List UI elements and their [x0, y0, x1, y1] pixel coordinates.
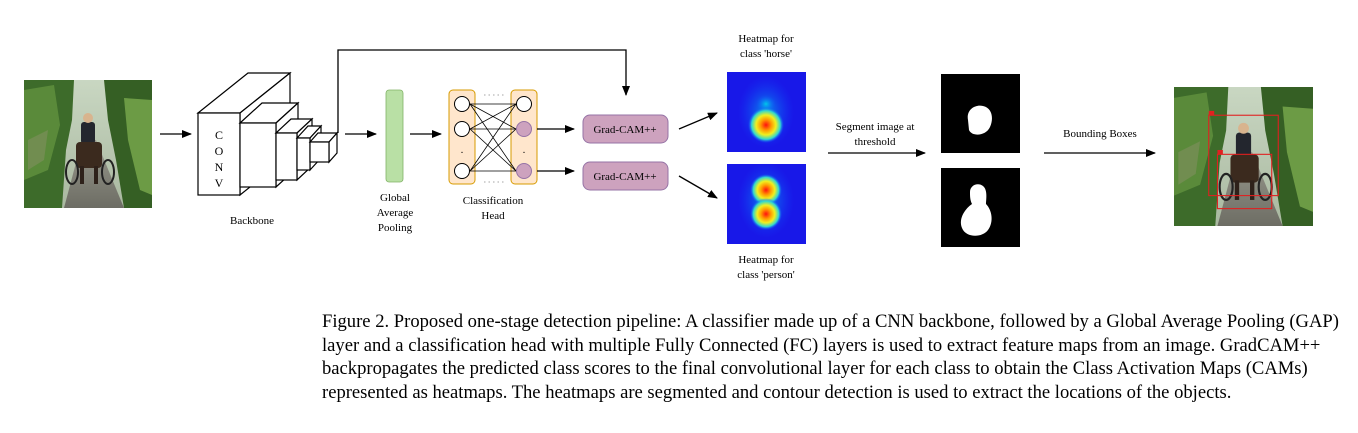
- input-image: [24, 80, 152, 208]
- head-label-line-2: Head: [481, 210, 505, 222]
- heatmap-person-label-line-1: Heatmap for: [738, 254, 794, 266]
- bbox-horse: [1216, 153, 1273, 210]
- mask-horse: [941, 74, 1020, 153]
- skip-connection-arrow: [337, 49, 630, 133]
- svg-text:.: .: [461, 145, 464, 156]
- caption-line: represented as heatmaps. The heatmaps ar…: [322, 381, 1232, 403]
- gap-label-line-3: Pooling: [378, 222, 413, 234]
- svg-text:.: .: [523, 145, 526, 156]
- conv-letter-c: C: [215, 128, 223, 142]
- gradcam-box-top: [582, 114, 669, 144]
- gap-label-line-2: Average: [377, 207, 414, 219]
- caption-line: layer and a classification head with mul…: [322, 334, 1321, 356]
- heatmap-person: [727, 162, 806, 244]
- figure-caption: Figure 2. Proposed one-stage detection p…: [322, 310, 1352, 404]
- gradcam-label-top: Grad-CAM++: [593, 124, 656, 136]
- heatmap-horse-label-line-2: class 'horse': [740, 48, 792, 60]
- segment-label-line-1: Segment image at: [836, 121, 915, 133]
- backbone-blocks: [196, 71, 339, 197]
- gap-label-line-1: Global: [380, 192, 410, 204]
- head-label-line-1: Classification: [463, 195, 524, 207]
- heatmap-person-label-line-2: class 'person': [737, 269, 794, 281]
- heatmap-horse: [727, 72, 806, 152]
- arrow-gradcam-to-heatmap-person: [678, 175, 718, 199]
- conv-letter-n: N: [215, 160, 224, 174]
- bbox-label: Bounding Boxes: [1063, 128, 1137, 140]
- pipeline-diagram: C O N V Backbone Global Average Pooling: [24, 33, 1313, 281]
- caption-line: backpropagates the predicted class score…: [322, 358, 1308, 380]
- gradcam-label-bottom: Grad-CAM++: [593, 171, 656, 183]
- gradcam-box-bottom: [582, 161, 669, 191]
- gap-block: [385, 89, 404, 183]
- bbox-person: [1208, 114, 1279, 197]
- classification-head: . .: [448, 89, 538, 185]
- caption-line: Figure 2. Proposed one-stage detection p…: [322, 311, 1339, 332]
- heatmap-horse-label-line-1: Heatmap for: [738, 33, 794, 45]
- conv-letter-o: O: [215, 144, 224, 158]
- mask-person: [941, 168, 1020, 247]
- backbone-label: Backbone: [230, 215, 274, 227]
- arrow-gradcam-to-heatmap-horse: [678, 112, 718, 130]
- output-image: [1174, 87, 1313, 226]
- segment-label-line-2: threshold: [855, 136, 896, 148]
- conv-letter-v: V: [215, 176, 224, 190]
